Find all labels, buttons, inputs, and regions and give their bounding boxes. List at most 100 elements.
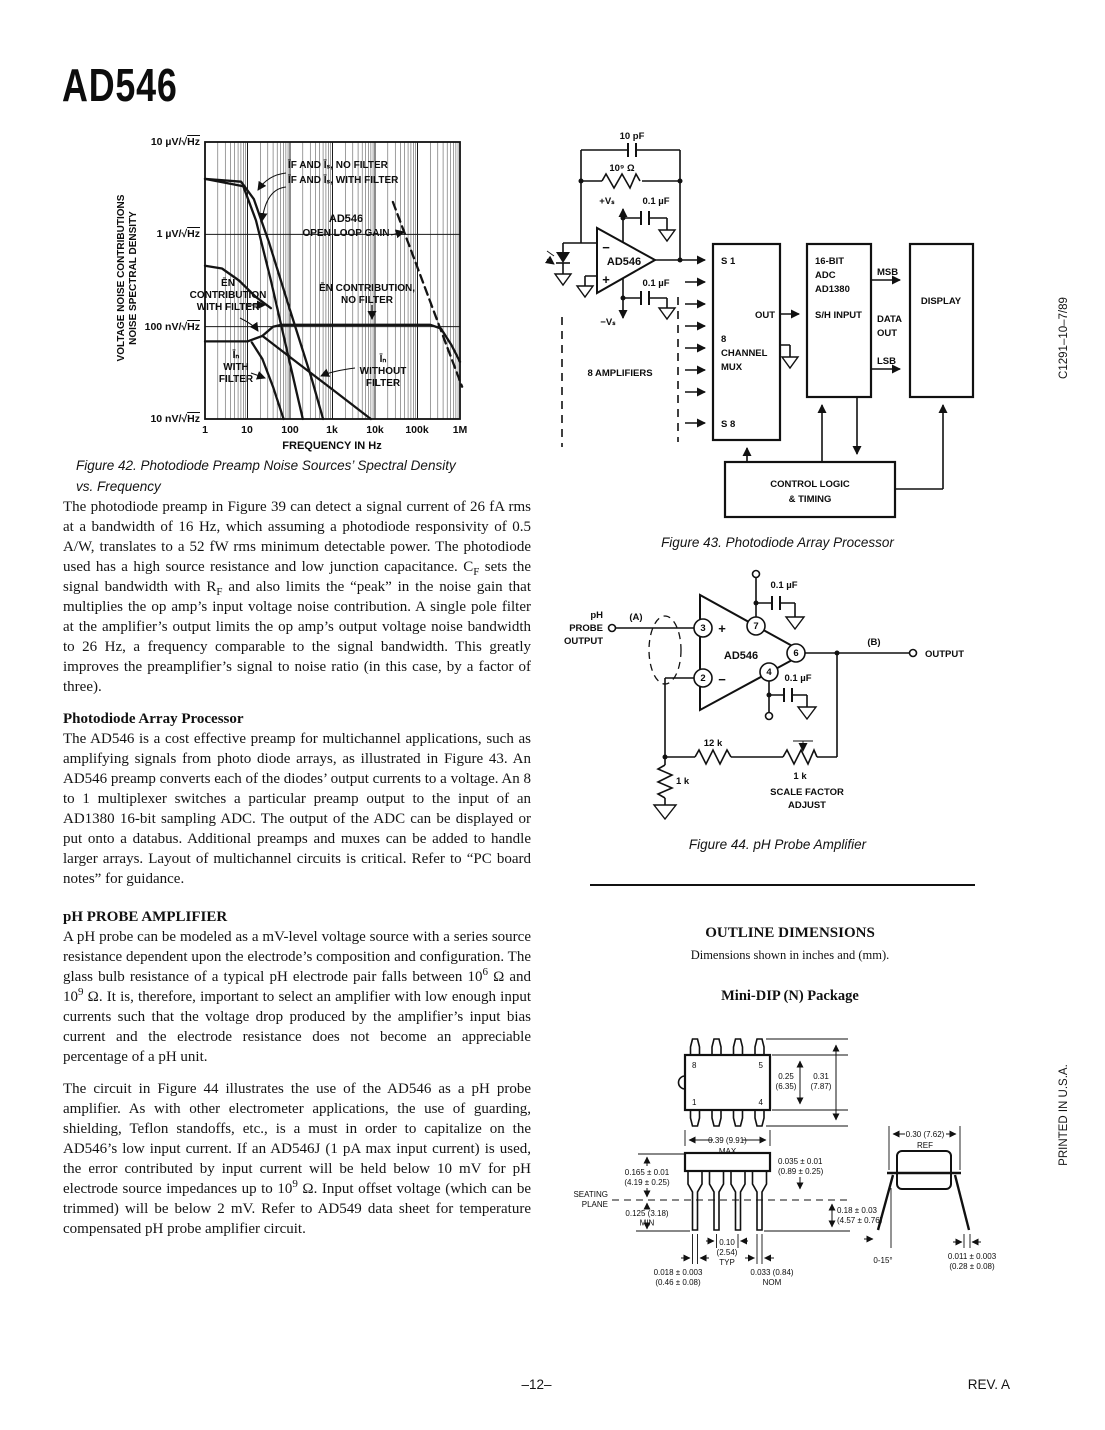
label-b: (B): [867, 637, 880, 648]
label-minus: −: [718, 672, 726, 687]
figure-44-circuit: pH PROBE OUTPUT (A) + − AD546 3 2 7 4 6 …: [545, 565, 1015, 833]
pin-8: 8: [692, 1061, 697, 1070]
pin1-notch-icon: [677, 1075, 686, 1090]
label-control-logic: CONTROL LOGIC: [770, 479, 850, 490]
potentiometer-icon: [782, 747, 818, 766]
label-adjust: ADJUST: [788, 800, 826, 811]
page-number: –12–: [521, 1377, 552, 1392]
lead-left: [876, 1174, 895, 1231]
x-axis-title: FREQUENCY IN Hz: [282, 440, 382, 452]
ground-icon: [796, 706, 818, 721]
label-timing: & TIMING: [789, 494, 832, 505]
label-mux-channel: CHANNEL: [721, 348, 768, 359]
mux-input-arrows: [685, 277, 706, 428]
dip-pins-bottom: [689, 1109, 765, 1127]
dim-0-31-mm: (7.87): [811, 1082, 832, 1091]
label-1k: 1 k: [676, 776, 690, 787]
gain-network: [652, 653, 838, 821]
x-tick-1m: 1M: [452, 424, 468, 436]
dim-0-10: 0.10: [719, 1238, 735, 1247]
opamp-symbol: [693, 593, 808, 712]
package-title: Mini-DIP (N) Package: [721, 988, 859, 1004]
adc-block: [805, 242, 873, 399]
label-if-is-with-filter: ĪF AND Īₛ, WITH FILTER: [288, 175, 399, 186]
label-mux-8: 8: [721, 334, 726, 345]
dip-leads-side: [687, 1170, 768, 1231]
photodiode-icon: [547, 242, 595, 299]
ground-icon: [784, 616, 806, 631]
paragraph-photodiode-preamp: The photodiode preamp in Figure 39 can d…: [63, 499, 532, 695]
dim-0-011: 0.011 ± 0.003: [948, 1252, 997, 1261]
curve-in-without-filter: [261, 334, 372, 421]
output-network: [805, 648, 918, 658]
printed-in-usa-vertical: PRINTED IN U.S.A.: [1058, 1064, 1070, 1166]
label-adc-adc: ADC: [815, 270, 836, 281]
dim-0-018: 0.018 ± 0.003: [654, 1268, 703, 1277]
capacitor-icon: [783, 688, 793, 702]
dim-0-39: 0.39 (9.91): [708, 1136, 747, 1145]
label-display: DISPLAY: [921, 296, 962, 307]
pin-2: 2: [700, 673, 705, 684]
chart-frame: [204, 141, 461, 420]
dim-0-18: 0.18 ± 0.03: [837, 1206, 878, 1215]
pin-4: 4: [759, 1098, 764, 1107]
display-block: [908, 242, 975, 399]
dim-0-035: 0.035 ± 0.01: [778, 1157, 823, 1166]
label-sh-input: S/H INPUT: [815, 310, 862, 321]
x-tick-100k: 100k: [405, 424, 429, 436]
label-s1: S 1: [721, 256, 736, 267]
pin-7: 7: [753, 621, 758, 632]
label-a: (A): [629, 612, 642, 623]
dim-angle: 0-15°: [873, 1256, 892, 1265]
heading-ph-probe-amplifier: pH PROBE AMPLIFIER: [63, 909, 228, 925]
section-divider: [590, 884, 975, 886]
y-tick-1uv: 1 µV/√Hz: [156, 228, 200, 240]
y-axis-title-line2: NOISE SPECTRAL DENSITY: [128, 211, 139, 345]
input-network: [607, 615, 694, 685]
resistor-icon: [601, 172, 641, 190]
dim-min: MIN: [640, 1219, 655, 1228]
dim-0-18-mm: (4.57 ± 0.76): [837, 1216, 883, 1225]
pin-1: 1: [692, 1098, 697, 1107]
page-title: AD546: [62, 59, 178, 111]
ground-icon: [657, 307, 677, 321]
curve-if-and-is-no-filter: [203, 177, 325, 421]
label-cap1: 0.1 µF: [642, 196, 669, 207]
pin-6: 6: [793, 648, 798, 659]
label-ph: pH: [590, 610, 603, 621]
pin-4: 4: [766, 667, 772, 678]
label-adc-16bit: 16-BIT: [815, 256, 844, 267]
dim-0-125: 0.125 (3.18): [625, 1209, 668, 1218]
lead-right: [953, 1174, 971, 1231]
label-mux-mux: MUX: [721, 362, 743, 373]
dim-0-018-mm: (0.46 ± 0.08): [655, 1278, 701, 1287]
dim-0-10-mm: (2.54): [717, 1248, 738, 1257]
x-tick-10: 10: [241, 424, 253, 436]
label-seating: SEATING: [573, 1190, 608, 1199]
label-plus-vs: +Vₛ: [599, 196, 615, 207]
opamp-symbol: [581, 226, 706, 295]
curve-en-contribution-no-filter: [203, 323, 462, 363]
x-tick-100: 100: [281, 424, 299, 436]
label-1e9-ohm: 10⁹ Ω: [609, 163, 635, 174]
dim-0-30: 0.30 (7.62): [906, 1130, 945, 1139]
label-minus-input: −: [602, 240, 610, 255]
label-10pf: 10 pF: [620, 131, 645, 142]
label-open-loop-gain-2: OPEN LOOP GAIN: [302, 228, 390, 239]
label-output: OUTPUT: [925, 649, 964, 660]
pin-5: 5: [759, 1061, 764, 1070]
outline-dimensions-subtitle: Dimensions shown in inches and (mm).: [690, 948, 890, 962]
label-scale-factor: SCALE FACTOR: [770, 787, 844, 798]
paragraph-ph-probe-2: The circuit in Figure 44 illustrates the…: [63, 1081, 531, 1237]
dim-nom: NOM: [763, 1278, 782, 1287]
label-s8: S 8: [721, 419, 735, 430]
block-wiring: [742, 275, 943, 490]
y-tick-10nv: 10 nV/√Hz: [150, 413, 200, 425]
package-end-view: 0.30 (7.62) REF 0-15° 0.011 ± 0.003 (0.2…: [864, 1126, 997, 1271]
y-tick-100nv: 100 nV/√Hz: [144, 321, 200, 333]
dim-max: MAX: [719, 1147, 737, 1156]
dim-typ: TYP: [719, 1258, 735, 1267]
supply-decoupling: [618, 208, 677, 321]
